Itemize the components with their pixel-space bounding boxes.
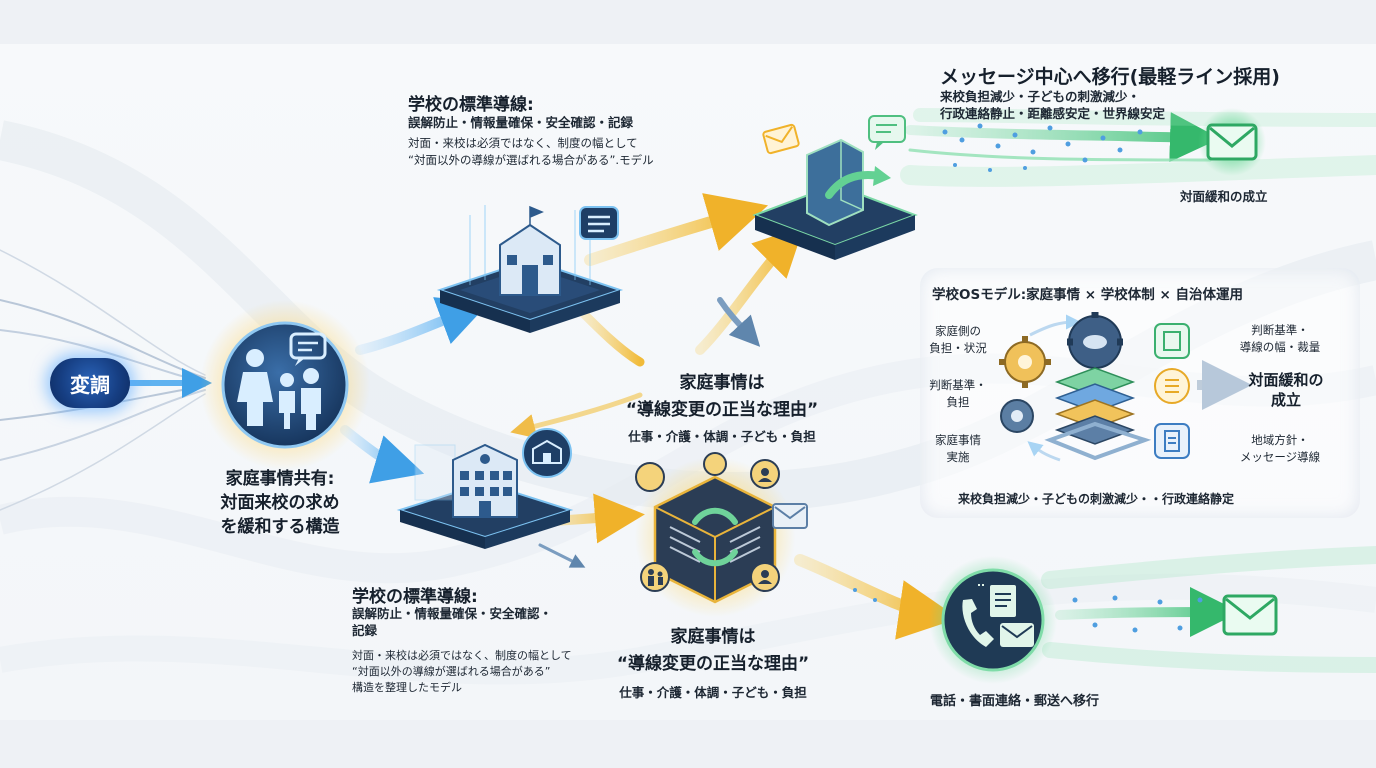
start-badge-label: 変調 xyxy=(70,372,110,397)
family-icon-badges xyxy=(635,452,780,592)
family-reason-mid-detail: 仕事・介護・体調・子ども・負担 xyxy=(628,429,816,444)
school-os-left-label-1: 家庭側の 負担・状況 xyxy=(918,323,998,357)
green-stream-bottom xyxy=(794,546,1376,673)
school-bottom-body-line-2: “対面以外の導線が選ばれる場合がある” xyxy=(352,665,551,678)
school-top-icon xyxy=(436,205,624,333)
school-os-left-label-3-line-2: 実施 xyxy=(946,450,970,464)
message-shift-line-1: 来校負担減少・子どもの刺激減少・ xyxy=(940,89,1141,104)
data-dots-top xyxy=(942,123,1143,172)
message-shift-title: メッセージ中心へ移行(最軽ライン採用) xyxy=(940,66,1280,88)
family-cube-icon xyxy=(635,452,808,617)
school-top-title: 学校の標準導線: xyxy=(408,95,534,115)
school-top-body-line-1: 対面・来校は必須ではなく、制度の幅として xyxy=(408,136,638,150)
start-badge: 変調 xyxy=(50,358,130,408)
gear-icon-top xyxy=(1067,312,1123,369)
family-share-line-1: 家庭事情共有: xyxy=(225,469,335,489)
school-os-right-label-2-line-1: 地域方針・ xyxy=(1251,433,1309,447)
school-os-result-line-2: 成立 xyxy=(1270,391,1301,409)
school-os-right-label-1-line-1: 判断基準・ xyxy=(1251,323,1309,337)
phone-mail-icon xyxy=(929,556,1057,684)
green-stream-top xyxy=(900,108,1376,187)
flow-family-to-school-top xyxy=(355,297,489,355)
school-os-left-label-3: 家庭事情 実施 xyxy=(918,432,998,466)
school-os-left-label-2: 判断基準・ 負担 xyxy=(918,377,998,411)
envelope-bottom-icon xyxy=(1222,594,1278,636)
envelope-icon xyxy=(1198,108,1266,176)
flow-school-top-to-server xyxy=(584,193,769,266)
family-share-text: 家庭事情共有: 対面来校の求め を緩和する構造 xyxy=(185,467,375,539)
flow-reason-to-school-bottom xyxy=(510,392,643,439)
family-share-line-2: 対面来校の求め xyxy=(220,493,340,513)
school-os-right-label-1: 判断基準・ 導線の幅・裁量 xyxy=(1215,322,1345,356)
school-bottom-body-line-1: 対面・来校は必須ではなく、制度の幅として xyxy=(352,649,572,662)
school-os-footer: 来校負担減少・子どもの刺激減少・・行政連絡静定 xyxy=(958,492,1235,506)
school-top-body: 対面・来校は必須ではなく、制度の幅として “対面以外の導線が選ばれる場合がある”… xyxy=(408,135,654,169)
phone-shift-label: 電話・書面連絡・郵送へ移行 xyxy=(930,694,1100,709)
school-top-subtitle: 誤解防止・情報量確保・安全確認・記録 xyxy=(408,115,634,130)
school-os-stack-icon xyxy=(999,312,1190,461)
school-os-left-label-3-line-1: 家庭事情 xyxy=(935,433,981,447)
flow-school-top-to-reason xyxy=(575,305,645,367)
message-shift-result: 対面緩和の成立 xyxy=(1180,189,1268,204)
school-os-right-label-2: 地域方針・ メッセージ導線 xyxy=(1215,432,1345,466)
flow-reason-to-server xyxy=(695,225,805,355)
data-dots-bottom xyxy=(853,588,1203,633)
message-shift-line-2: 行政連絡静止・距離感安定・世界線安定 xyxy=(940,106,1166,121)
school-os-left-label-1-line-2: 負担・状況 xyxy=(929,341,987,355)
school-os-panel xyxy=(920,268,1360,518)
family-reason-bottom-title: 家庭事情は xyxy=(670,627,756,647)
flow-steel-down xyxy=(717,297,761,347)
school-os-left-label-2-line-1: 判断基準・ xyxy=(929,378,987,392)
school-top-body-line-2: “対面以外の導線が選ばれる場合がある”.モデル xyxy=(408,153,654,167)
family-hub-icon xyxy=(200,300,370,470)
school-bottom-subtitle: 誤解防止・情報量確保・安全確認・ 記録 xyxy=(352,605,552,639)
family-reason-bottom-subtitle: “導線変更の正当な理由” xyxy=(616,654,810,674)
family-reason-bottom-detail: 仕事・介護・体調・子ども・負担 xyxy=(619,685,807,700)
school-os-right-label-2-line-2: メッセージ導線 xyxy=(1239,450,1321,464)
family-share-line-3: を緩和する構造 xyxy=(220,517,340,537)
family-reason-bottom: 家庭事情は “導線変更の正当な理由” 仕事・介護・体調・子ども・負担 xyxy=(568,622,858,701)
family-reason-mid: 家庭事情は “導線変更の正当な理由” 仕事・介護・体調・子ども・負担 xyxy=(572,368,872,445)
family-reason-mid-subtitle: “導線変更の正当な理由” xyxy=(625,400,819,420)
family-reason-mid-title: 家庭事情は xyxy=(679,373,765,393)
gear-icon-left-top xyxy=(999,336,1051,388)
school-os-right-label-1-line-2: 導線の幅・裁量 xyxy=(1239,340,1321,354)
school-bottom-icon xyxy=(396,428,574,549)
message-shift-lines: 来校負担減少・子どもの刺激減少・ 行政連絡静止・距離感安定・世界線安定 xyxy=(940,88,1165,122)
school-os-left-label-1-line-1: 家庭側の xyxy=(935,324,981,338)
school-os-title: 学校OSモデル:家庭事情 × 学校体制 × 自治体運用 xyxy=(932,287,1244,303)
gear-icon-left-bottom xyxy=(1000,399,1034,433)
school-bottom-title: 学校の標準導線: xyxy=(352,587,478,607)
school-bottom-subtitle-line-1: 誤解防止・情報量確保・安全確認・ xyxy=(352,606,553,621)
school-bottom-subtitle-line-2: 記録 xyxy=(352,623,378,638)
school-os-result: 対面緩和の 成立 xyxy=(1236,370,1336,410)
central-server-icon xyxy=(752,115,918,260)
school-os-result-line-1: 対面緩和の xyxy=(1248,371,1324,389)
school-bottom-body: 対面・来校は必須ではなく、制度の幅として “対面以外の導線が選ばれる場合がある”… xyxy=(352,648,572,696)
school-os-left-label-2-line-2: 負担 xyxy=(946,395,970,409)
school-bottom-body-line-3: 構造を整理したモデル xyxy=(352,681,462,694)
